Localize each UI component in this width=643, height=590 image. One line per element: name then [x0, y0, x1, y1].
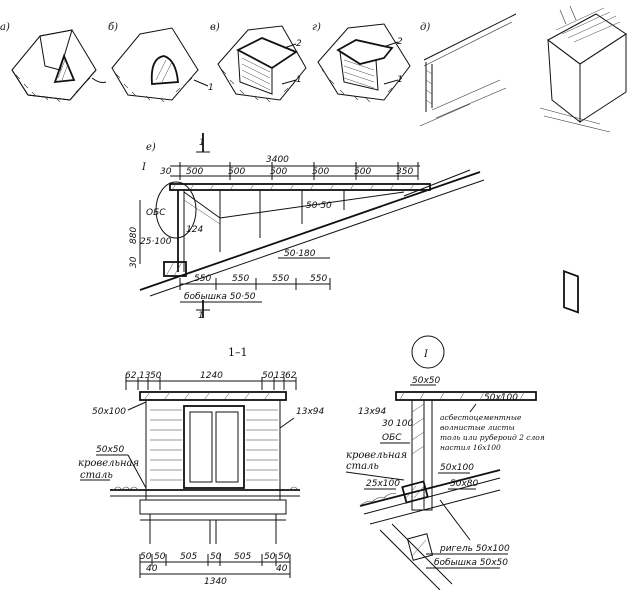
- section-11-roof-steel-1: кровельная: [78, 458, 139, 469]
- detail-I-note-4: настил 16x100: [440, 443, 501, 452]
- variant-a-sketch: а): [0, 22, 107, 103]
- section-11-b2: 50: [154, 552, 166, 562]
- detail-I-25x100: 25x100: [366, 479, 400, 489]
- section-11-b4: 50: [210, 552, 222, 562]
- detail-I-30: 30: [382, 419, 394, 429]
- variant-v-sketch: в) 2 1: [210, 22, 307, 103]
- section-e-dim-4: 500: [312, 167, 329, 177]
- section-11-b3: 505: [180, 552, 197, 562]
- detail-I-50x100: 50x100: [484, 393, 518, 403]
- variant-v-mark-2: 2: [296, 39, 302, 49]
- section-e-obs: ОБС: [146, 208, 166, 218]
- section-11-drawing: 1–1 62 13 50 1240 50 13 62: [78, 346, 325, 587]
- section-e-50x180: 50·180: [284, 249, 316, 259]
- section-e-dim-2: 500: [228, 167, 245, 177]
- section-11-title: 1–1: [228, 346, 248, 359]
- section-e-cut-mark-top: 1: [199, 138, 205, 148]
- detail-I-rigel: ригель 50x100: [439, 544, 510, 554]
- detail-I-roof-steel-2: сталь: [346, 461, 379, 472]
- variant-b-sketch: б) 1: [108, 22, 214, 103]
- section-11-d5: 50: [262, 371, 274, 381]
- section-e-25x100: 25·100: [140, 237, 172, 247]
- section-11-d3: 50: [150, 371, 162, 381]
- section-e-bdim-2: 550: [232, 274, 249, 284]
- detail-I-ref: I: [423, 349, 429, 360]
- section-e-dim-1: 500: [186, 167, 203, 177]
- section-11-50x100: 50x100: [92, 407, 126, 417]
- variant-isometric-sketch: [539, 5, 627, 314]
- variant-b-mark-1: 1: [208, 83, 214, 93]
- section-11-b5: 505: [234, 552, 251, 562]
- variant-g-mark-2: 2: [397, 37, 403, 47]
- section-e-880: 880: [129, 227, 139, 244]
- section-e-cut-mark-bottom: 1: [198, 311, 204, 321]
- section-11-40a: 40: [146, 564, 158, 574]
- section-e-label: е): [146, 142, 156, 153]
- section-e-total-dim: 3400: [266, 155, 289, 165]
- section-11-b6: 50: [264, 552, 276, 562]
- section-11-b7: 50: [278, 552, 290, 562]
- detail-I-50x100b: 50x100: [440, 463, 474, 473]
- section-11-40b: 40: [276, 564, 288, 574]
- detail-I-13x94: 13x94: [358, 407, 387, 417]
- section-e-30b: 30: [129, 256, 139, 268]
- section-e-drawing: е) 1 1 I 3400 500 500 500 500 500 350 30: [129, 133, 485, 321]
- section-11-roof-steel-2: сталь: [80, 470, 113, 481]
- detail-I-100: 100: [396, 419, 413, 429]
- variant-g-mark-1: 1: [397, 75, 403, 85]
- variant-d-sketch: д): [419, 13, 517, 127]
- section-e-dim-6: 350: [396, 167, 413, 177]
- detail-I-note-3: толь или рубероид 2 слоя: [440, 433, 545, 442]
- section-11-13x94: 13x94: [296, 407, 325, 417]
- section-11-50x50: 50x50: [96, 445, 125, 455]
- variant-g-label: г): [312, 22, 321, 33]
- detail-I-obs: ОБС: [382, 433, 402, 443]
- detail-I-drawing: I 50x50 50x100 13x94 30 100 ОБС асбестоц…: [345, 335, 545, 590]
- section-e-dim-30: 30: [160, 167, 172, 177]
- variant-a-label: а): [0, 22, 10, 33]
- section-11-d4: 1240: [200, 371, 223, 381]
- section-11-d6: 13: [274, 371, 286, 381]
- section-e-124: 124: [186, 225, 203, 235]
- section-e-bdim-4: 550: [310, 274, 327, 284]
- detail-I-roof-steel-1: кровельная: [346, 450, 407, 461]
- detail-I-50x50: 50x50: [412, 376, 441, 386]
- detail-I-note-2: волнистые листы: [440, 423, 515, 432]
- detail-I-note-1: асбестоцементные: [440, 413, 522, 422]
- variant-v-mark-1: 1: [296, 75, 302, 85]
- section-e-dim-3: 500: [270, 167, 287, 177]
- detail-I-50x80: 50x80: [450, 479, 479, 489]
- section-11-d1: 62: [125, 371, 137, 381]
- variant-d-label: д): [420, 22, 430, 33]
- variant-b-label: б): [108, 22, 118, 33]
- section-e-bdim-1: 550: [194, 274, 211, 284]
- section-e-50x50: 50·50: [306, 201, 332, 211]
- section-e-detail-ref: I: [141, 162, 147, 173]
- section-e-dim-5: 500: [354, 167, 371, 177]
- variant-v-label: в): [210, 22, 220, 33]
- section-11-total: 1340: [204, 577, 227, 587]
- section-11-d2: 13: [139, 371, 151, 381]
- section-e-bdim-3: 550: [272, 274, 289, 284]
- section-e-boss: бобышка 50·50: [184, 292, 256, 302]
- detail-I-boss: бобышка 50x50: [434, 558, 508, 568]
- variant-g-sketch: г) 2 1: [312, 22, 411, 103]
- section-11-b1: 50: [140, 552, 152, 562]
- section-11-d7: 62: [285, 371, 297, 381]
